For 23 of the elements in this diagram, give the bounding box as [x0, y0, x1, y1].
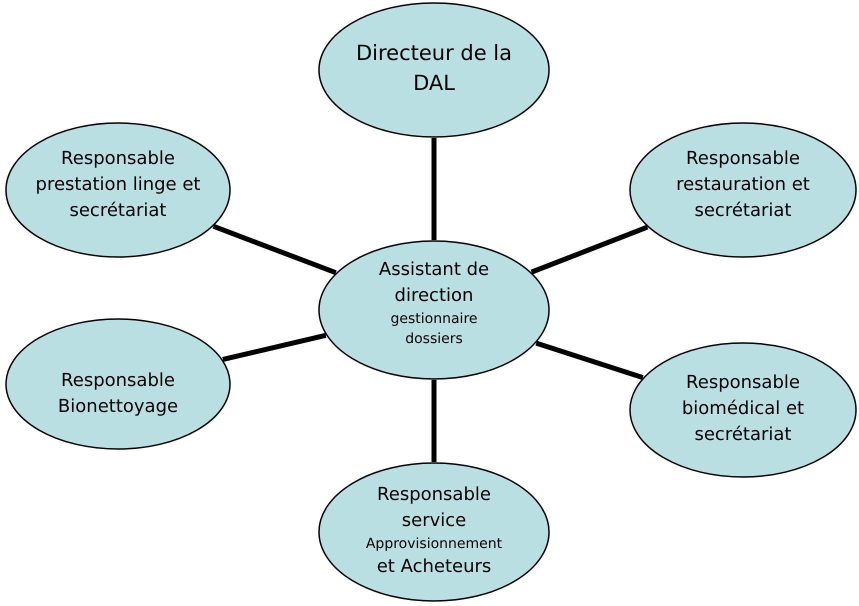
connector-line: [222, 332, 326, 362]
node-text: Responsable service: [376, 483, 492, 534]
oval-node: [629, 122, 857, 258]
connector-line: [432, 380, 436, 462]
connector-line: [212, 224, 337, 276]
node-text: Assistant de direction: [378, 258, 490, 308]
node-text: Responsable restauration et secrétariat: [675, 147, 811, 224]
node-text: Responsable prestation linge et secrétariat: [34, 147, 202, 224]
connector-line: [432, 138, 436, 240]
connector-line: [535, 340, 644, 380]
oval-node: [318, 2, 550, 138]
node-text: Responsable biomédical et secrétariat: [680, 371, 806, 448]
oval-node: [318, 462, 550, 602]
oval-node: [629, 342, 857, 478]
node-text: gestionnaire dossiers: [389, 310, 478, 350]
oval-node: [318, 240, 550, 380]
node-text: Responsable Bionettoyage: [56, 369, 180, 420]
connector-line: [530, 224, 648, 274]
oval-node: [5, 122, 231, 258]
node-text: Approvisionnement: [364, 535, 504, 554]
node-text: et Acheteurs: [376, 555, 492, 580]
oval-node: [5, 318, 231, 450]
node-text: Directeur de la DAL: [354, 40, 514, 98]
